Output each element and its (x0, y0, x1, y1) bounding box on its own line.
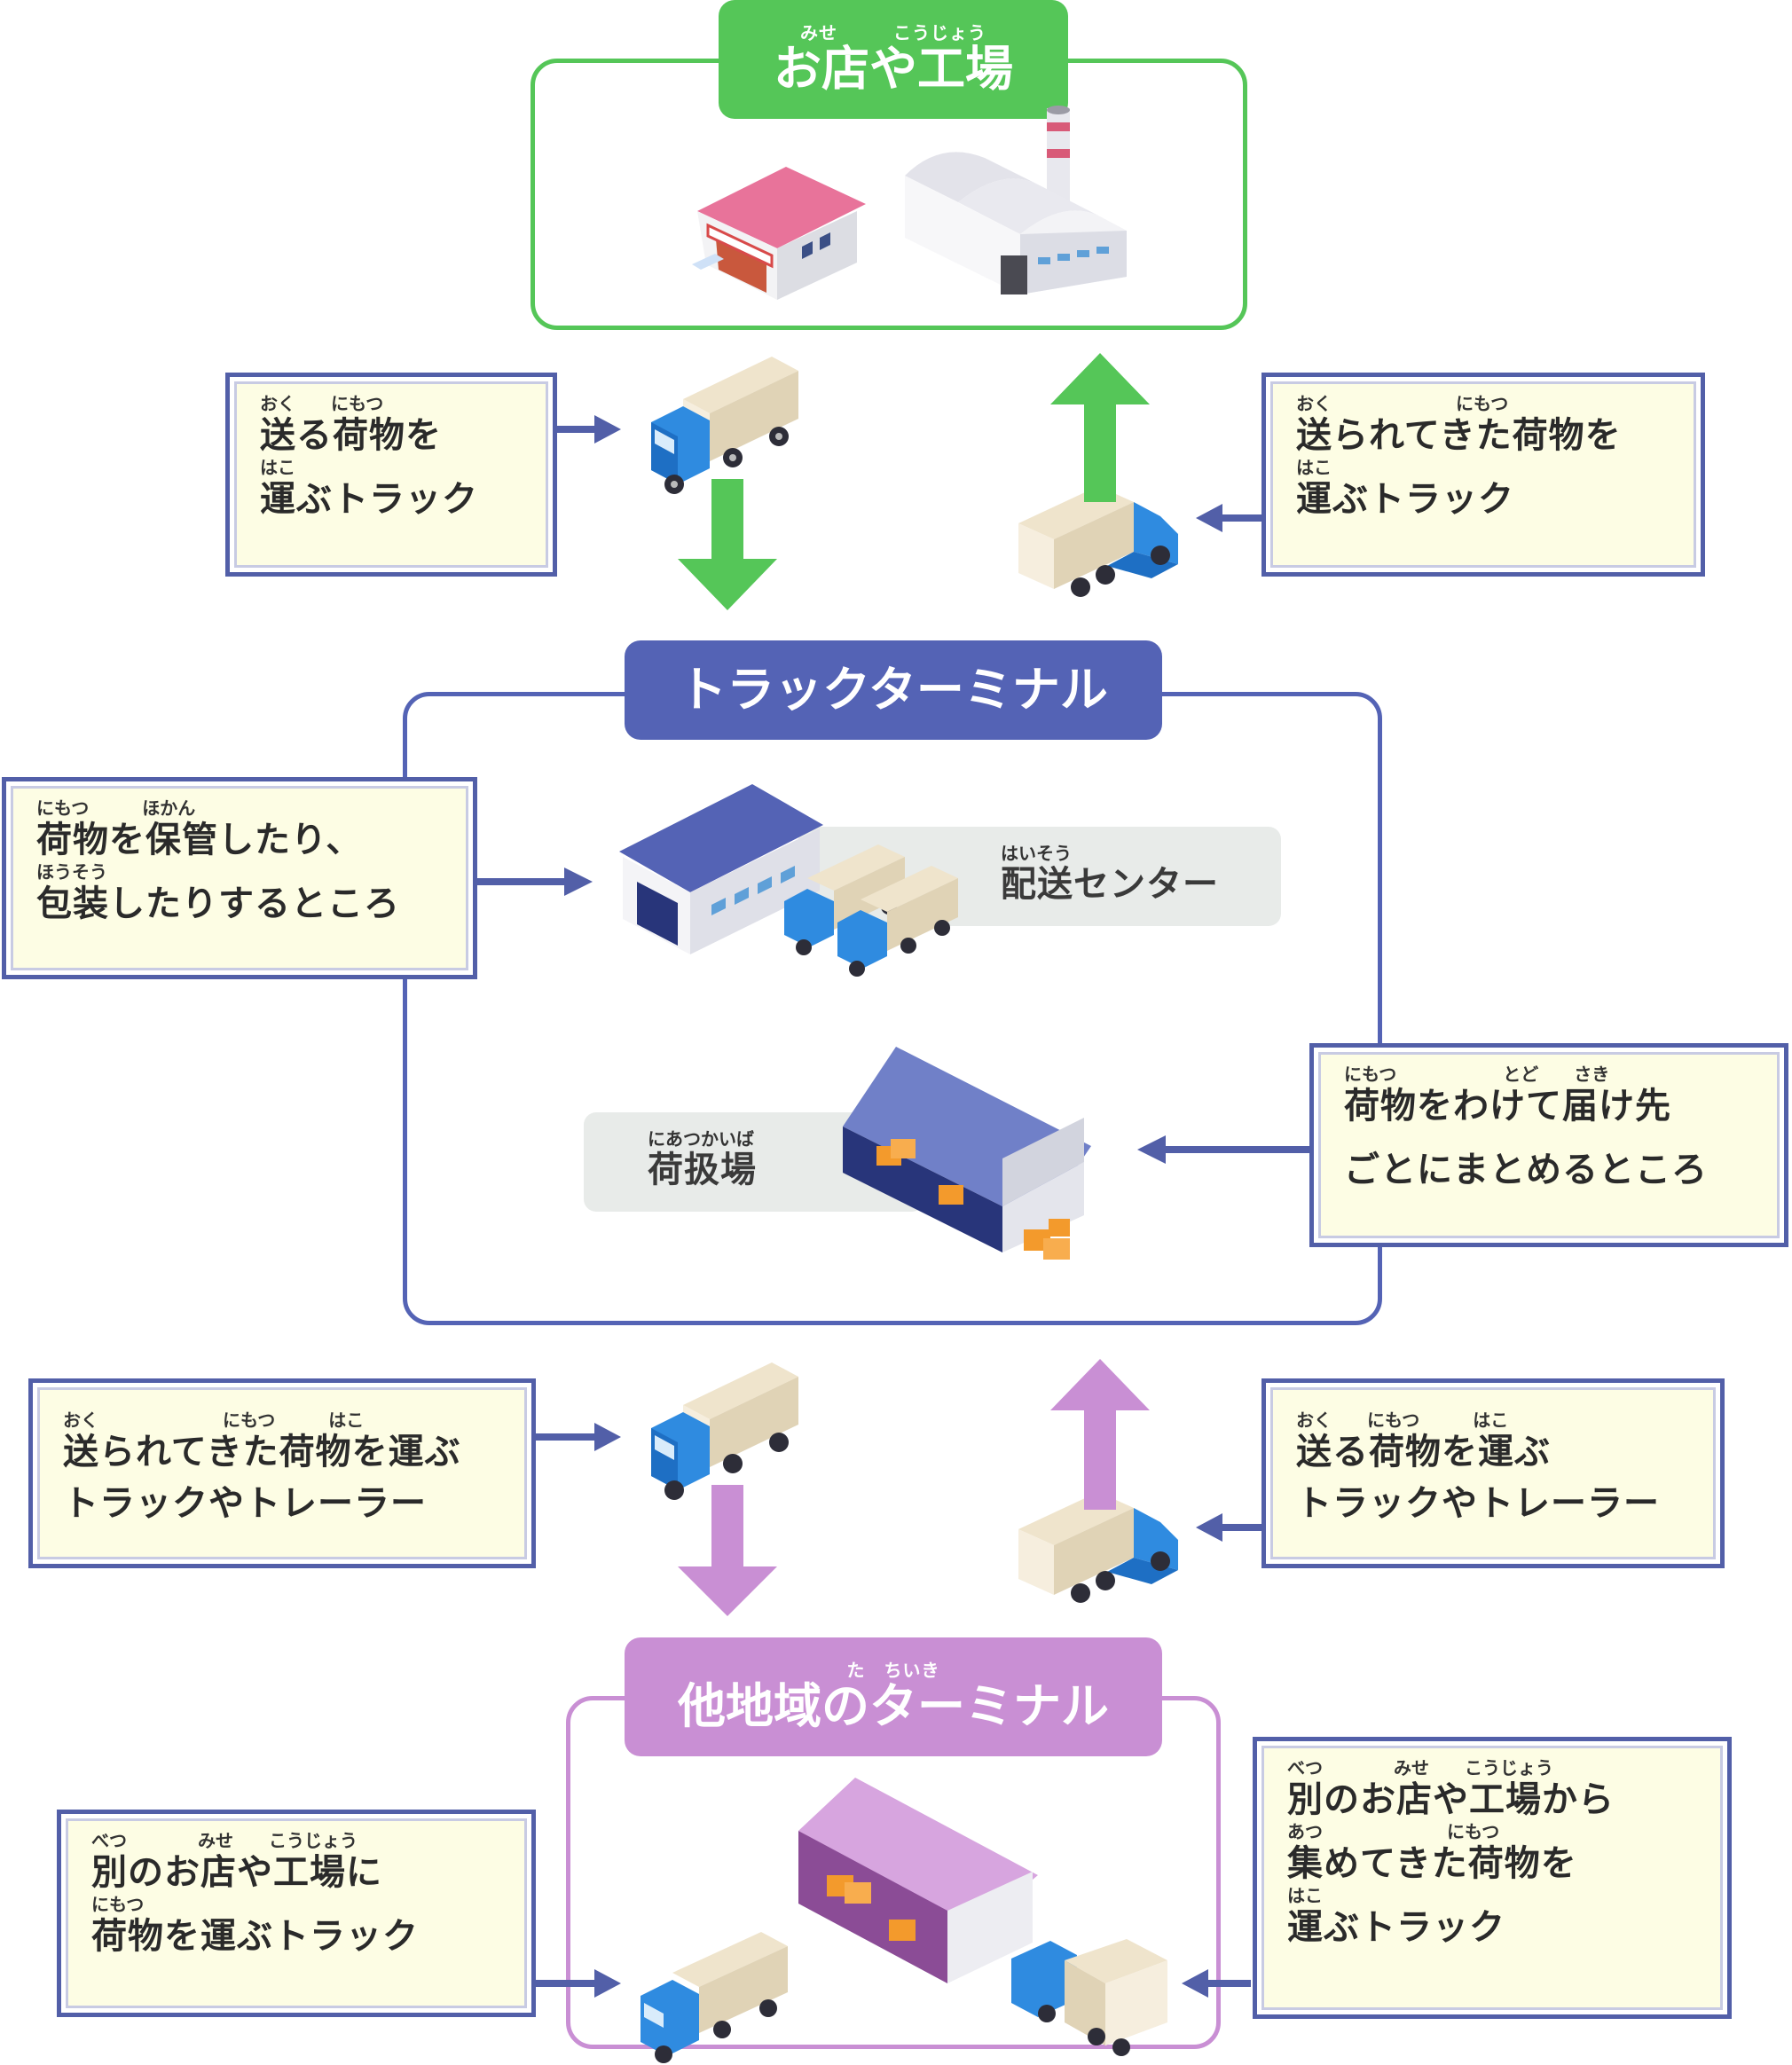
note-received-trailer: おく にもつ はこ 送られてきた荷物を運ぶ トラックやトレーラー (28, 1378, 536, 1568)
delivery-trucks-icon (784, 844, 958, 977)
pointer-arrow-other-collect (1182, 1969, 1251, 1998)
shop-icon (692, 167, 866, 300)
other-deliver-truck-icon (641, 1932, 788, 2063)
cargo-area-ruby: にあつかいば (648, 1128, 754, 1150)
other-collect-truck-icon (1011, 1939, 1167, 2056)
note-other-collect: べつ みせ こうじょう 別のお店や工場から あつ にもつ 集めてきた荷物を はこ… (1253, 1737, 1732, 2019)
note-other-collect-ruby3: はこ (1287, 1885, 1323, 1906)
note-storage-line1: 荷物を保管したり、 (36, 820, 363, 860)
cargo-area-label: 荷扱場 (648, 1150, 757, 1190)
note-send-trailer-line1: 送る荷物を運ぶ (1296, 1432, 1551, 1472)
other-terminal-ruby: た ちいき (846, 1660, 940, 1681)
note-other-collect-line3: 運ぶトラック (1287, 1907, 1505, 1948)
note-storage-ruby2: ほうそう (36, 861, 107, 883)
shops-factories-ruby: みせ こうじょう (800, 22, 986, 43)
purple-up-arrow (1050, 1359, 1150, 1510)
note-other-collect-line1: 別のお店や工場から (1287, 1779, 1615, 1820)
note-other-collect-ruby1: べつ みせ こうじょう (1287, 1757, 1553, 1778)
note-send-truck-ruby2: はこ (260, 457, 295, 478)
note-send-truck-line2: 運ぶトラック (260, 479, 478, 520)
note-sorting: にもつ とど さき 荷物をわけて届け先 ごとにまとめるところ (1309, 1043, 1788, 1247)
truck-terminal-frame (403, 692, 1382, 1325)
note-other-deliver-ruby2: にもつ (91, 1894, 145, 1915)
note-send-truck-ruby1: おく にもつ (260, 393, 384, 414)
other-terminal-header: た ちいき 他地域のターミナル (625, 1637, 1162, 1756)
factory-icon (905, 106, 1127, 294)
note-received-truck-ruby2: はこ (1296, 457, 1332, 478)
note-sorting-line2: ごとにまとめるところ (1344, 1150, 1708, 1190)
other-terminal-title: 他地域のターミナル (678, 1678, 1109, 1734)
truck-terminal-header: トラックターミナル (625, 640, 1162, 740)
note-storage: にもつ ほかん 荷物を保管したり、 ほうそう 包装したりするところ (2, 777, 477, 979)
note-received-trailer-ruby1: おく にもつ はこ (63, 1409, 365, 1431)
green-down-arrow (678, 479, 777, 610)
note-received-truck: おく にもつ 送られてきた荷物を はこ 運ぶトラック (1261, 373, 1705, 577)
truck-terminal-title: トラックターミナル (679, 662, 1108, 718)
note-send-trailer: おく にもつ はこ 送る荷物を運ぶ トラックやトレーラー (1261, 1378, 1725, 1568)
note-send-truck: おく にもつ 送る荷物を はこ 運ぶトラック (225, 373, 557, 577)
delivery-center-building-icon (619, 784, 823, 954)
note-other-collect-ruby2: あつ にもつ (1287, 1821, 1500, 1842)
pointer-arrow-other-deliver (534, 1969, 621, 1998)
truck-going-icon (651, 357, 798, 494)
note-other-deliver: べつ みせ こうじょう 別のお店や工場に にもつ 荷物を運ぶトラック (57, 1810, 536, 2017)
delivery-center-ruby: はいそう (1001, 843, 1072, 864)
cargo-area-building-icon (843, 1047, 1091, 1260)
pointer-arrow-received-truck (1196, 504, 1265, 532)
note-received-truck-line2: 運ぶトラック (1296, 479, 1514, 520)
purple-down-arrow (678, 1485, 777, 1616)
note-send-truck-line1: 送る荷物を (260, 415, 442, 456)
note-other-deliver-line1: 別のお店や工場に (91, 1852, 382, 1893)
pointer-arrow-received-trailer (534, 1423, 621, 1451)
shops-factories-header: みせ こうじょう お店や工場 (719, 0, 1068, 119)
note-received-trailer-line2: トラックやトレーラー (63, 1483, 427, 1524)
note-storage-ruby1: にもつ ほかん (36, 797, 196, 819)
note-received-trailer-line1: 送られてきた荷物を運ぶ (63, 1432, 461, 1472)
note-received-truck-line1: 送られてきた荷物を (1296, 415, 1622, 456)
pointer-arrow-sorting (1137, 1135, 1311, 1164)
trailer-going-icon (651, 1362, 798, 1500)
green-up-arrow (1050, 353, 1150, 502)
note-storage-line2: 包装したりするところ (36, 883, 400, 924)
note-other-deliver-line2: 荷物を運ぶトラック (91, 1916, 419, 1957)
note-other-collect-line2: 集めてきた荷物を (1287, 1843, 1577, 1884)
other-terminal-building-icon (798, 1778, 1038, 1983)
note-send-trailer-ruby1: おく にもつ はこ (1296, 1409, 1509, 1431)
truck-returning-icon (1018, 486, 1178, 597)
shops-factories-title: お店や工場 (774, 41, 1013, 97)
note-received-truck-ruby1: おく にもつ (1296, 393, 1509, 414)
note-other-deliver-ruby1: べつ みせ こうじょう (91, 1830, 358, 1851)
note-sorting-ruby1: にもつ とど さき (1344, 1064, 1610, 1085)
delivery-center-label: 配送センター (1001, 864, 1219, 905)
pointer-arrow-send-trailer (1196, 1513, 1265, 1542)
note-send-trailer-line2: トラックやトレーラー (1296, 1483, 1660, 1524)
pointer-arrow-send-truck (552, 415, 621, 444)
pointer-arrow-storage (472, 868, 593, 896)
note-sorting-line1: 荷物をわけて届け先 (1344, 1086, 1671, 1127)
